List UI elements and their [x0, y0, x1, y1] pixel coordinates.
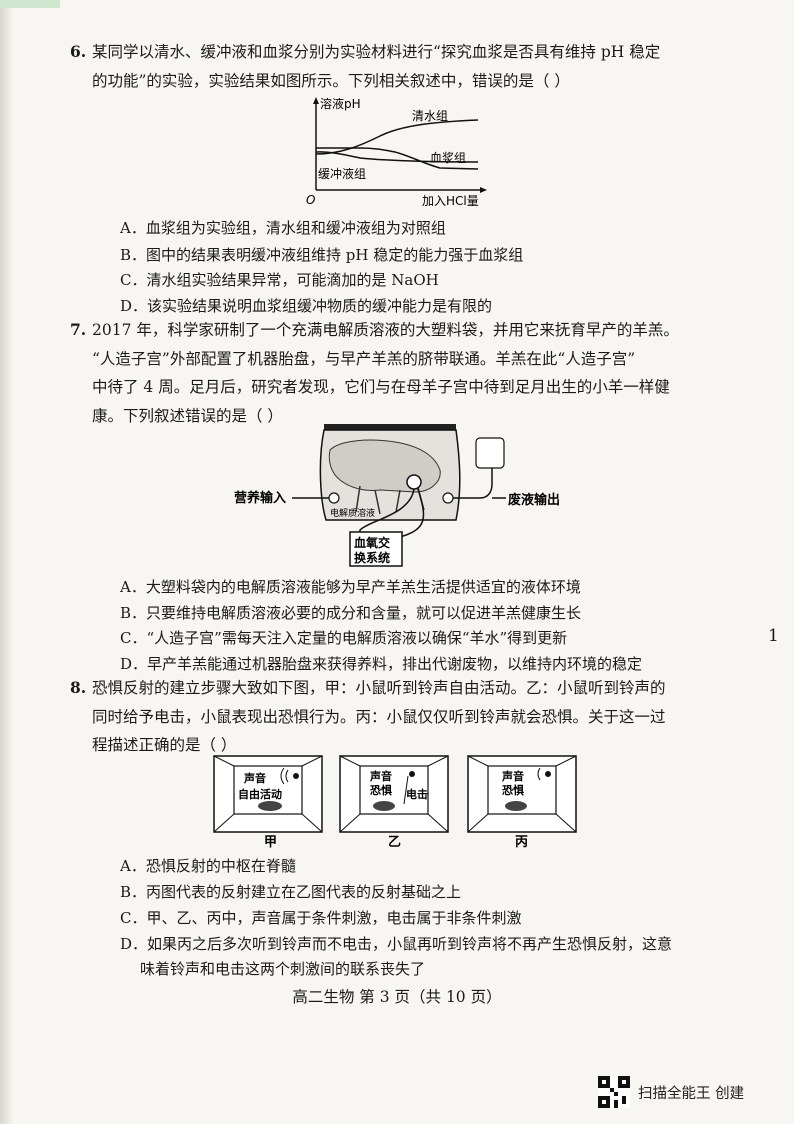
option-a: A．大塑料袋内的电解质溶液能够为早产羊羔生活提供适宜的液体环境: [120, 578, 581, 596]
input-label: 营养输入: [234, 490, 286, 506]
question-6: 6. 某同学以清水、缓冲液和血浆分别为实验材料进行“探究血浆是否具有维持 pH …: [70, 38, 712, 95]
input-port: [328, 492, 340, 504]
bell-icon: [293, 773, 299, 779]
question-stem-line: 的功能”的实验，实验结果如图所示。下列相关叙述中，错误的是（ ）: [92, 71, 570, 90]
question-stem-line: 恐惧反射的建立步骤大致如下图，甲：小鼠听到铃声自由活动。乙：小鼠听到铃声的: [92, 679, 666, 697]
shock-wire: [403, 775, 409, 805]
mouse-icon: [258, 801, 282, 811]
question-stem-line: “人造子宫”外部配置了机器胎盘，与早产羊羔的脐带联通。羊羔在此“人造子宫”: [92, 349, 636, 368]
question-stem-line: 2017 年，科学家研制了一个充满电解质溶液的大塑料袋，并用它来抚育早产的羊羔。: [92, 321, 679, 339]
mouse-icon: [373, 801, 395, 811]
question-stem-line: 中待了 4 周。足月后，研究者发现，它们与在母羊子宫中待到足月出生的小羊一样健: [92, 378, 670, 396]
umbilical-tube-2: [395, 488, 425, 539]
bag-top-bar: [324, 424, 456, 430]
scanner-watermark: 扫描全能王 创建: [638, 1086, 745, 1102]
umbilical-port: [406, 474, 422, 490]
option-c: C．清水组实验结果异常，可能滴加的是 NaOH: [120, 271, 439, 289]
iv-bag: [475, 437, 505, 469]
top-color-mark: [0, 0, 60, 8]
sound-wave-icon: [280, 767, 289, 785]
y-axis-label: 溶液pH: [320, 96, 361, 111]
box-bing: 声音 恐惧 丙: [467, 755, 577, 850]
bell-icon: [409, 771, 415, 777]
exchange-label-2: 换系统: [354, 550, 390, 565]
question-number: 6.: [70, 42, 87, 61]
qr-code-icon: [598, 1076, 630, 1108]
series-label-buffer: 缓冲液组: [318, 166, 366, 181]
origin-label: O: [306, 193, 315, 207]
box-caption: 乙: [388, 835, 401, 850]
x-axis-label: 加入HCl量: [422, 194, 479, 208]
output-label: 废液输出: [508, 492, 560, 508]
page-footer: 高二生物 第 3 页（共 10 页）: [292, 988, 502, 1006]
box-text-2: 自由活动: [238, 787, 282, 801]
question-stem-line: 某同学以清水、缓冲液和血浆分别为实验材料进行“探究血浆是否具有维持 pH 稳定: [92, 43, 661, 61]
question-stem-line: 康。下列叙述错误的是（ ）: [92, 406, 283, 425]
series-label-plasma: 血浆组: [430, 150, 466, 165]
output-tube: [453, 468, 493, 499]
box-text-1: 声音: [501, 769, 524, 783]
option-b: B．丙图代表的反射建立在乙图代表的反射基础之上: [120, 883, 462, 901]
box-text-2: 恐惧: [502, 783, 524, 797]
box-text-2: 恐惧: [370, 783, 392, 797]
box-caption: 丙: [515, 835, 528, 850]
output-port: [442, 492, 454, 504]
option-d-continued: 味着铃声和电击这两个刺激间的联系丧失了: [140, 960, 426, 978]
margin-number: 1: [768, 626, 779, 646]
bell-icon: [545, 771, 551, 777]
y-axis-arrow: [313, 97, 319, 104]
fear-reflex-figure: 声音 自由活动 甲 声音 恐惧 电击 乙 声音 恐惧: [213, 755, 577, 850]
exchange-system-box: [349, 531, 403, 567]
box-yi: 声音 恐惧 电击 乙: [339, 755, 449, 850]
question-7: 7. 2017 年，科学家研制了一个充满电解质溶液的大塑料袋，并用它来抚育早产的…: [70, 316, 712, 430]
question-stem-line: 同时给予电击，小鼠表现出恐惧行为。丙：小鼠仅仅听到铃声就会恐惧。关于这一过: [92, 707, 666, 726]
ph-chart: 溶液pH 清水组 血浆组 缓冲液组 O 加入HCl量: [306, 96, 487, 208]
option-b: B．图中的结果表明缓冲液组维持 pH 稳定的能力强于血浆组: [120, 246, 524, 264]
box-jia: 声音 自由活动 甲: [213, 755, 323, 850]
option-c: C．“人造子宫”需每天注入定量的电解质溶液以确保“羊水”得到更新: [120, 629, 568, 647]
option-d: D．如果丙之后多次听到铃声而不电击，小鼠再听到铃声将不再产生恐惧反射，这意: [120, 935, 673, 953]
option-a: A．恐惧反射的中枢在脊髓: [120, 857, 296, 875]
curve-water: [315, 119, 479, 155]
question-number: 8.: [70, 678, 87, 697]
option-b: B．只要维持电解质溶液必要的成分和含量，就可以促进羊羔健康生长: [120, 604, 582, 622]
mouse-icon: [505, 801, 527, 811]
question-number: 7.: [70, 320, 87, 339]
question-stem-line: 程描述正确的是（ ）: [92, 736, 237, 754]
solution-label: 电解质溶液: [330, 507, 375, 519]
option-c: C．甲、乙、丙中，声音属于条件刺激，电击属于非条件刺激: [120, 909, 522, 927]
curve-buffer: [315, 151, 479, 163]
box-text-1: 声音: [369, 769, 392, 783]
scan-shadow: [0, 0, 14, 1124]
option-d: D．该实验结果说明血浆组缓冲物质的缓冲能力是有限的: [120, 297, 493, 315]
sound-wave-icon: [537, 767, 541, 781]
lamb-legs: [355, 485, 425, 515]
shock-label: 电击: [406, 787, 428, 801]
umbilical-tube-1: [359, 488, 415, 538]
x-axis-arrow: [480, 187, 487, 193]
option-a: A．血浆组为实验组，清水组和缓冲液组为对照组: [120, 219, 446, 237]
question-8: 8. 恐惧反射的建立步骤大致如下图，甲：小鼠听到铃声自由活动。乙：小鼠听到铃声的…: [70, 674, 712, 760]
artificial-womb-figure: 营养输入 废液输出 电解质溶液 血氧交 换系统: [234, 424, 560, 567]
curve-plasma: [316, 147, 479, 170]
option-d: D．早产羊羔能通过机器胎盘来获得养料，排出代谢废物，以维持内环境的稳定: [120, 655, 643, 673]
box-caption: 甲: [264, 835, 277, 850]
exchange-label-1: 血氧交: [354, 535, 390, 550]
series-label-water: 清水组: [412, 109, 448, 123]
box-text-1: 声音: [243, 771, 266, 785]
